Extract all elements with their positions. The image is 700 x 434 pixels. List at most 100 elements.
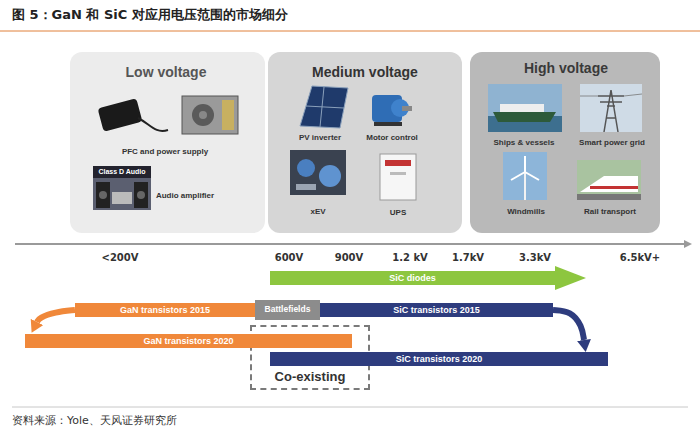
voltage-axis bbox=[15, 240, 692, 248]
bar-label: SiC transistors 2020 bbox=[396, 354, 483, 364]
ev-icon bbox=[290, 150, 346, 195]
ups-icon bbox=[390, 172, 406, 175]
footer-rule bbox=[12, 407, 688, 408]
bar-label: SiC diodes bbox=[389, 273, 436, 283]
ship-icon bbox=[488, 84, 562, 132]
application-icon: Windmills bbox=[503, 152, 547, 200]
power-supply-icon bbox=[222, 100, 234, 130]
power-supply-icon bbox=[199, 111, 207, 119]
range-bar: GaN transistors 2015 bbox=[75, 303, 255, 317]
expansion-arrow bbox=[553, 310, 584, 340]
power-supply-icon bbox=[182, 96, 238, 134]
audio-amplifier-icon bbox=[96, 182, 110, 208]
voltage-axis bbox=[684, 240, 692, 248]
application-icon: PFC and power supply bbox=[95, 94, 243, 138]
tick-label: 1.2 kV bbox=[392, 252, 428, 264]
tick-label: 900V bbox=[335, 252, 364, 264]
pv-panel-icon bbox=[320, 87, 324, 127]
ship-icon bbox=[500, 104, 544, 112]
application-icon: UPS bbox=[372, 154, 424, 200]
battlefield-box: Battlefields bbox=[255, 300, 320, 320]
train-icon bbox=[577, 160, 641, 200]
icon-caption: Ships & vessels bbox=[494, 138, 555, 147]
voltage-panel: Medium voltagePV inverterMotor controlxE… bbox=[268, 52, 462, 233]
audio-amplifier-icon bbox=[112, 192, 132, 204]
application-icon: Ships & vessels bbox=[488, 84, 562, 132]
icon-caption: Rail transport bbox=[584, 207, 636, 216]
power-grid-icon bbox=[580, 94, 642, 96]
power-grid-icon bbox=[580, 84, 642, 132]
icon-caption: PV inverter bbox=[299, 133, 341, 142]
tick-label: 3.3kV bbox=[519, 252, 551, 264]
panel-heading: Medium voltage bbox=[312, 64, 418, 80]
range-bar: GaN transistors 2020 bbox=[25, 334, 352, 348]
tick-label: 1.7kV bbox=[452, 252, 484, 264]
panel-shapes bbox=[70, 52, 660, 233]
audio-amplifier-icon bbox=[99, 191, 107, 199]
panel-shapes bbox=[70, 52, 265, 233]
icon-caption: xEV bbox=[310, 207, 325, 216]
chart-title: 图 5：GaN 和 SiC 对应用电压范围的市场细分 bbox=[12, 8, 288, 23]
audio-amplifier-icon bbox=[93, 166, 151, 210]
windmill-icon bbox=[503, 152, 547, 200]
application-icon: Rail transport bbox=[577, 160, 641, 200]
icon-caption: Windmills bbox=[507, 207, 545, 216]
icon-caption: PFC and power supply bbox=[122, 147, 208, 156]
train-icon bbox=[590, 186, 638, 189]
train-icon bbox=[577, 160, 641, 200]
application-icon: Class D AudioAudio amplifier bbox=[93, 166, 151, 210]
power-supply-icon bbox=[98, 98, 143, 132]
windmill-icon bbox=[511, 156, 539, 180]
ev-icon bbox=[296, 184, 316, 190]
panel-heading: High voltage bbox=[524, 60, 608, 76]
icon-caption: Motor control bbox=[366, 133, 418, 142]
tick-label: <200V bbox=[102, 252, 139, 264]
box-label: Battlefields bbox=[265, 305, 311, 315]
audio-amplifier-icon bbox=[137, 191, 145, 199]
ship-icon bbox=[488, 84, 562, 132]
audio-amplifier-icon bbox=[93, 166, 151, 178]
expansion-arrow bbox=[37, 310, 75, 322]
icon-caption: Audio amplifier bbox=[156, 191, 214, 200]
power-supply-icon bbox=[192, 104, 214, 126]
pv-panel-icon bbox=[300, 86, 348, 128]
bar-label: GaN transistors 2020 bbox=[143, 336, 233, 346]
icon-caption: UPS bbox=[390, 208, 406, 217]
application-icon: xEV bbox=[290, 150, 346, 195]
application-icon: PV inverter bbox=[298, 84, 348, 130]
power-supply-icon bbox=[98, 96, 238, 134]
ship-icon bbox=[493, 112, 556, 122]
ups-icon bbox=[380, 154, 416, 200]
audio-amplifier-icon bbox=[93, 166, 151, 210]
source-note: 资料来源：Yole、天风证券研究所 bbox=[12, 415, 177, 428]
panel-shapes bbox=[470, 52, 660, 233]
region-label: Co-existing bbox=[275, 370, 346, 385]
diode-arrowhead bbox=[555, 266, 586, 290]
panel-shapes bbox=[268, 52, 462, 233]
pv-panel-icon bbox=[300, 86, 348, 128]
bar-label: SiC transistors 2015 bbox=[393, 305, 480, 315]
windmill-icon bbox=[524, 172, 526, 200]
voltage-axis bbox=[15, 243, 684, 245]
pv-panel-icon bbox=[306, 106, 344, 108]
power-grid-icon bbox=[598, 90, 624, 132]
ups-icon bbox=[385, 160, 411, 166]
ev-icon bbox=[319, 165, 341, 187]
audio-amplifier-icon bbox=[134, 182, 148, 208]
power-supply-icon bbox=[138, 118, 168, 131]
application-icon: Smart power grid bbox=[580, 84, 642, 132]
range-bar: SiC transistors 2015 bbox=[320, 303, 553, 317]
tick-label: 6.5kV+ bbox=[620, 252, 660, 264]
bar-label: GaN transistors 2015 bbox=[120, 305, 210, 315]
icon-caption: Class D Audio bbox=[98, 168, 145, 176]
range-bar: SiC diodes bbox=[270, 271, 555, 285]
voltage-panel: High voltageShips & vessels Smart power g… bbox=[470, 52, 660, 233]
motor-icon bbox=[372, 95, 412, 126]
title-rule bbox=[0, 31, 700, 32]
ups-icon bbox=[380, 154, 416, 200]
range-bar: SiC transistors 2020 bbox=[270, 352, 608, 366]
windmill-icon bbox=[503, 152, 547, 200]
power-grid-icon bbox=[580, 84, 642, 132]
motor-icon bbox=[374, 122, 402, 126]
